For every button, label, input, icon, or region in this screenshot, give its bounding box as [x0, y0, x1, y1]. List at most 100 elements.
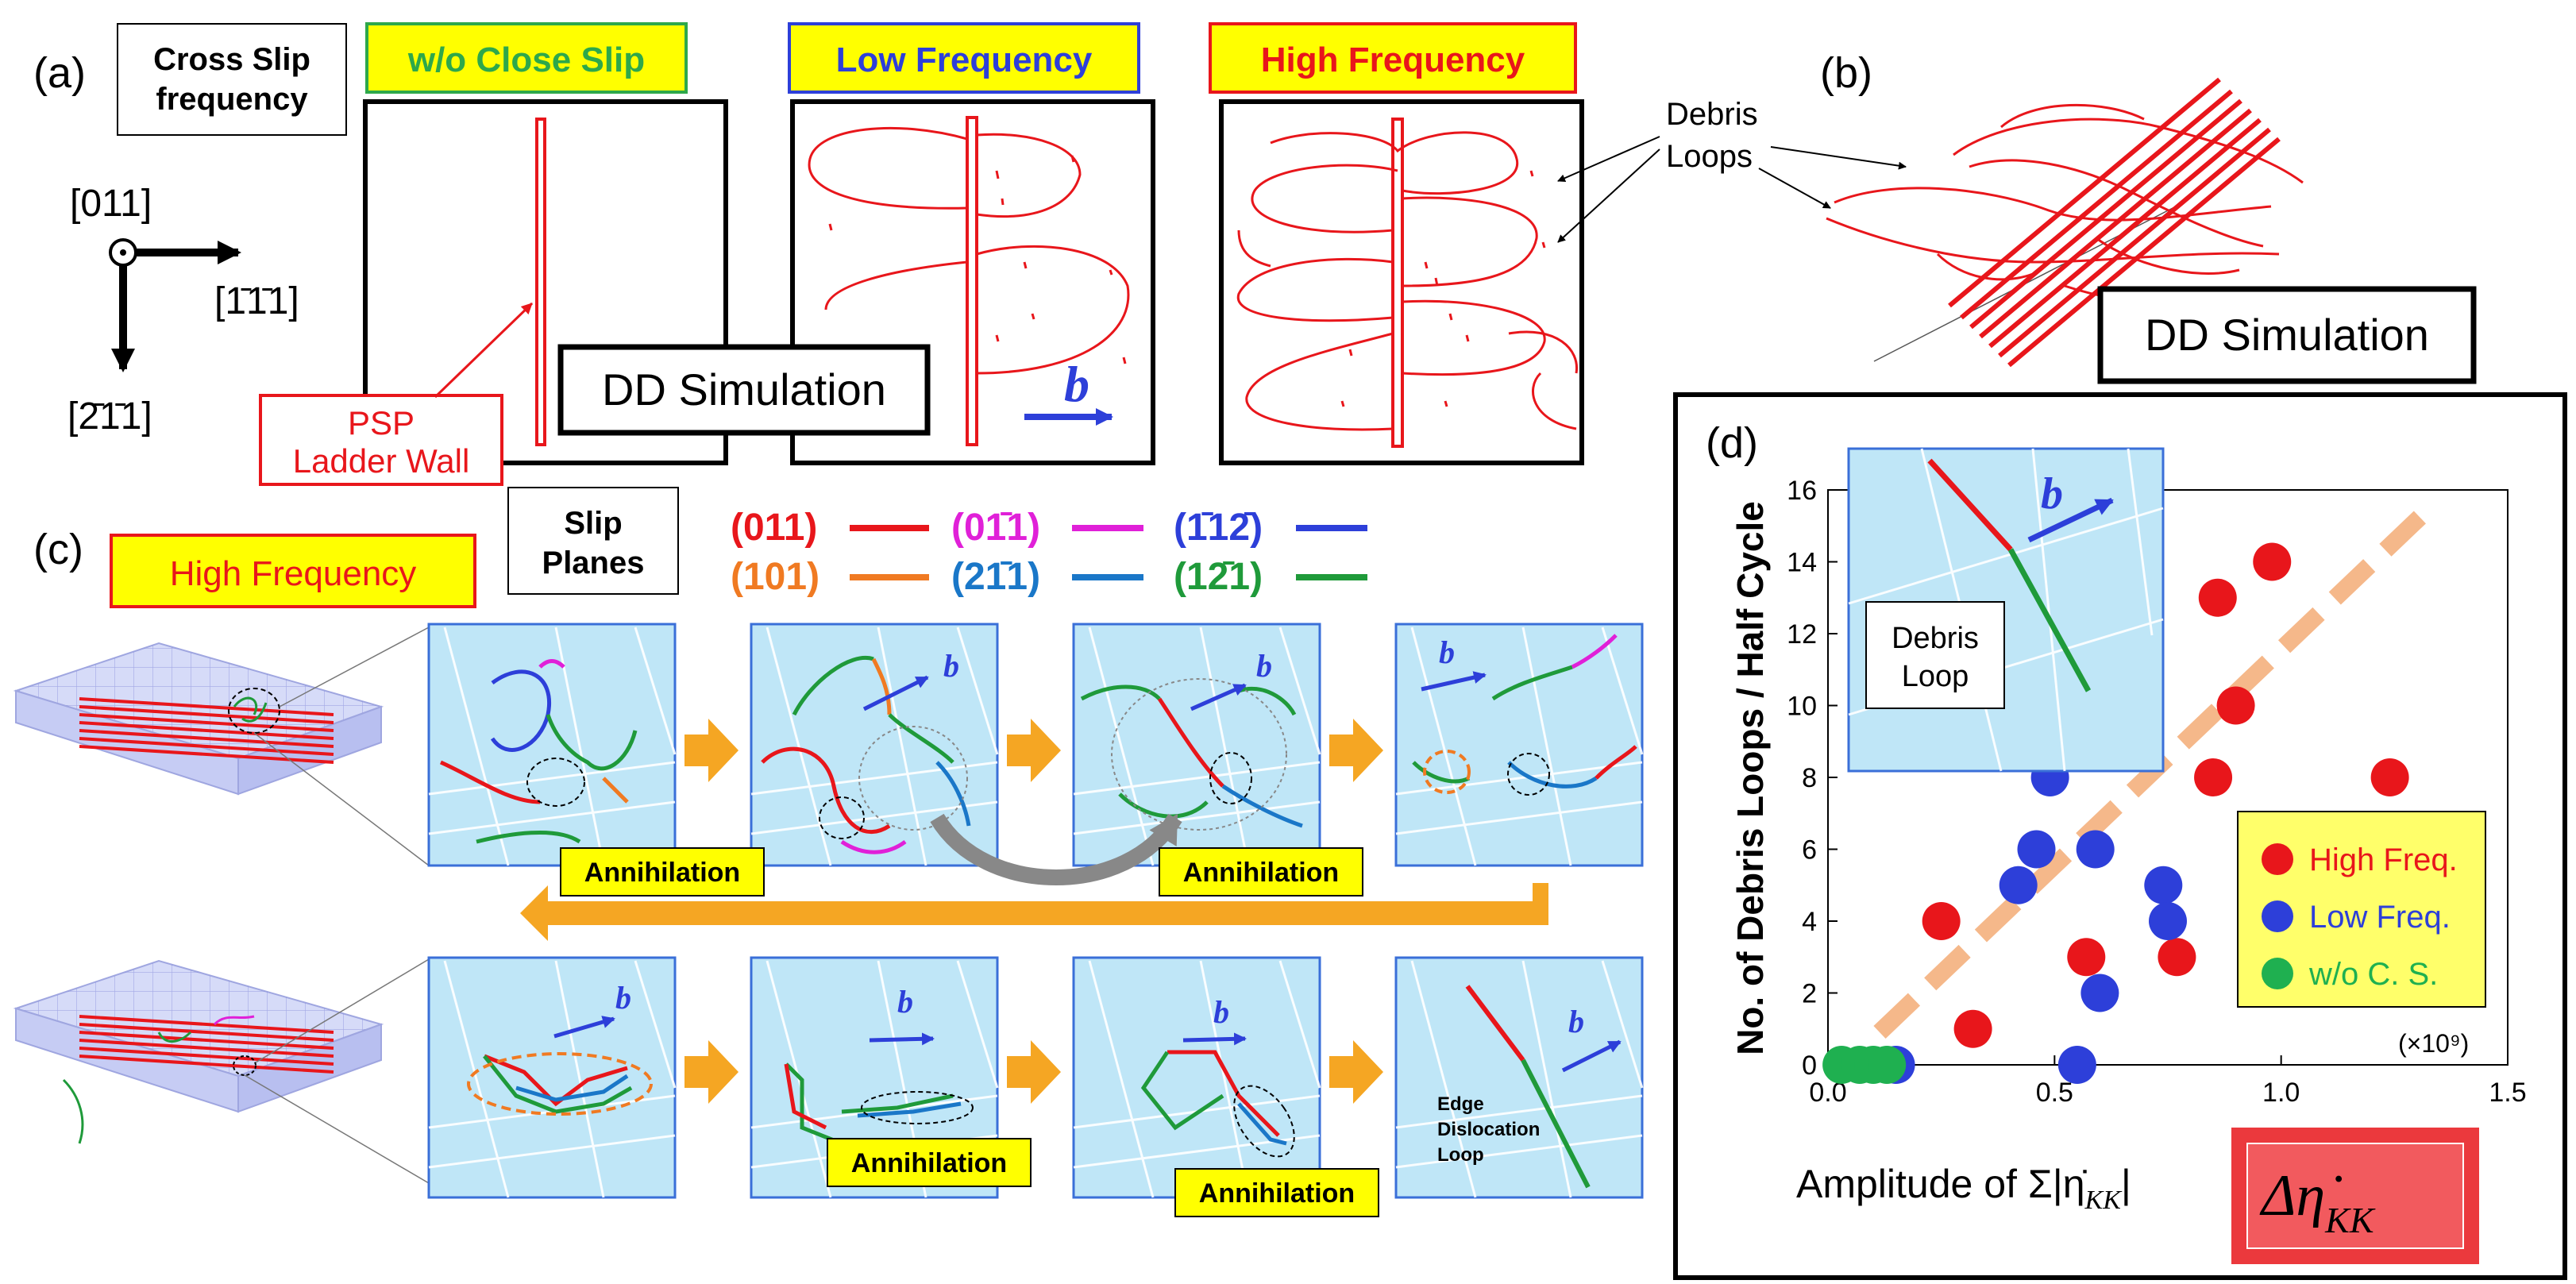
title-box-high-frequency	[1209, 22, 1577, 94]
data-point	[2144, 866, 2183, 904]
frame-bottom-1	[427, 956, 677, 1199]
slip-plane-0: (011)	[731, 507, 817, 549]
b-label-frame-bottom-3: b	[1213, 994, 1229, 1030]
data-point	[2076, 830, 2115, 869]
high-frequency-box-c	[110, 534, 476, 608]
y-tick-label: 6	[1802, 835, 1817, 866]
annihilation-box-3	[827, 1138, 1032, 1187]
annihilation-label-4: Annihilation	[1199, 1178, 1355, 1209]
y-tick-label: 2	[1802, 979, 1817, 1009]
frame-top-4	[1394, 623, 1644, 867]
y-axis-label: No. of Debris Loops / Half Cycle	[1730, 501, 1771, 1055]
legend-entry: w/o C. S.	[2308, 957, 2438, 992]
slip-plane-legend: (011) (101) (01̄1) (21̄1) (1̄12̄) (12̄1)	[731, 507, 1367, 598]
debris-loop-low-2	[824, 245, 1130, 375]
dislocations-top-4	[1412, 634, 1637, 789]
psp-label-line1: PSP	[348, 404, 415, 441]
step-arrows-top	[684, 719, 1383, 782]
debris-loop-low-1	[808, 126, 1082, 218]
inset-b-arrow-icon	[2027, 497, 2114, 543]
axis-label-211: [2̄1̄1]	[67, 395, 152, 438]
slip-plane-3: (21̄1)	[951, 556, 1040, 598]
burgers-vector-label: b	[1064, 356, 1089, 412]
debris-loops-high	[1236, 131, 1579, 431]
slip-plane-5: (12̄1)	[1174, 556, 1263, 598]
inset-label-line1: Debris	[1892, 622, 1979, 655]
panel-c: (c) High Frequency Slip Planes (011) (10…	[13, 487, 1644, 1217]
debris-pointer-2-icon	[1557, 148, 1660, 243]
title-box-low-frequency	[788, 22, 1140, 94]
b-label-frame-top-4: b	[1439, 634, 1455, 670]
b-tangle-loops	[1826, 103, 2304, 307]
data-point	[2194, 758, 2233, 796]
edge-loop-red	[1465, 985, 1525, 1062]
b-arrow-frame-top-3-icon	[1190, 683, 1247, 711]
inset-loop-green	[2007, 548, 2092, 692]
dd-sim-box-a	[557, 344, 931, 436]
data-point	[2370, 758, 2409, 796]
slip-plane-2: (01̄1)	[951, 507, 1040, 549]
panel-a-label: (a)	[33, 49, 86, 97]
data-point	[2149, 902, 2187, 940]
debris-pointer-1-icon	[1557, 136, 1660, 182]
debris-pointer-4-icon	[1758, 168, 1831, 209]
step-frames-bottom: b b b b	[427, 956, 1644, 1199]
slip-planes-line2: Planes	[542, 546, 645, 580]
dislocations-bottom-1	[483, 1054, 633, 1114]
b-arrow-frame-top-2-icon	[862, 675, 929, 711]
dislocations-bottom-3	[1140, 1050, 1287, 1146]
annihilation-box-4	[1174, 1168, 1379, 1217]
frame-top-3	[1072, 623, 1321, 867]
panel-c-label: (c)	[33, 526, 83, 573]
b-label-frame-bottom-1: b	[615, 980, 631, 1016]
title-box-wo-cross-slip	[365, 22, 688, 94]
panel-a: (a) Cross Slip frequency [011] [1̄1̄1] […	[33, 22, 1907, 486]
data-point	[2080, 974, 2119, 1012]
inset-b-label: b	[2041, 469, 2063, 519]
annihilation-label-2: Annihilation	[1183, 858, 1339, 888]
inset-label-box	[1865, 601, 2005, 709]
y-tick-label: 0	[1802, 1051, 1817, 1081]
b-arrow-frame-top-4-icon	[1421, 671, 1487, 692]
data-point	[2057, 1046, 2096, 1084]
legend-entry: Low Freq.	[2309, 900, 2451, 935]
dd-sim-label-a: DD Simulation	[602, 364, 886, 415]
dd-sim-box-b	[2097, 286, 2477, 384]
x-tick-label: 0.5	[2036, 1078, 2073, 1108]
psp-label-box	[259, 394, 503, 486]
debris-loops-line2: Loops	[1666, 139, 1753, 174]
debris-loops-line1: Debris	[1666, 97, 1758, 132]
psp-label-line2: Ladder Wall	[293, 442, 470, 480]
annihilation-label-3: Annihilation	[851, 1148, 1007, 1178]
frame-bottom-3	[1072, 956, 1321, 1199]
psp-pointer-arrow-icon	[434, 302, 534, 399]
dislocations-bottom-2	[784, 1062, 962, 1146]
debris-specks-high	[1340, 170, 1546, 407]
legend-marker	[2262, 958, 2293, 989]
data-point	[2253, 542, 2292, 581]
dd-sim-label-b: DD Simulation	[2145, 310, 2429, 360]
dislocations-top-2	[761, 656, 971, 854]
edge-loop-line2: Dislocation	[1437, 1119, 1540, 1140]
psp-ladder-wall-3	[1391, 118, 1404, 448]
inset-loop-red	[1927, 458, 2013, 552]
debris-specks-low	[828, 155, 1127, 364]
annihilation-label-1: Annihilation	[584, 858, 740, 888]
y-tick-label: 8	[1802, 763, 1817, 793]
title-low-frequency: Low Frequency	[836, 40, 1093, 79]
slip-planes-box	[507, 487, 679, 595]
out-of-plane-dot-icon	[120, 249, 126, 256]
b-label-frame-top-2: b	[943, 648, 959, 684]
psp-ladder-wall-1	[535, 118, 546, 446]
inset-label-line2: Loop	[1902, 660, 1969, 693]
b-arrow-frame-bottom-1-icon	[553, 1016, 615, 1039]
y-tick-label: 16	[1787, 476, 1817, 506]
legend-entry: High Freq.	[2309, 843, 2458, 877]
axis-label-011: [011]	[70, 183, 152, 225]
data-point	[2067, 938, 2106, 977]
slip-plane-1: (101)	[731, 556, 819, 598]
frame-top-1	[427, 623, 677, 867]
legend: High Freq. Low Freq. w/o C. S.	[2262, 843, 2458, 992]
edge-loop-line3: Loop	[1437, 1144, 1484, 1166]
